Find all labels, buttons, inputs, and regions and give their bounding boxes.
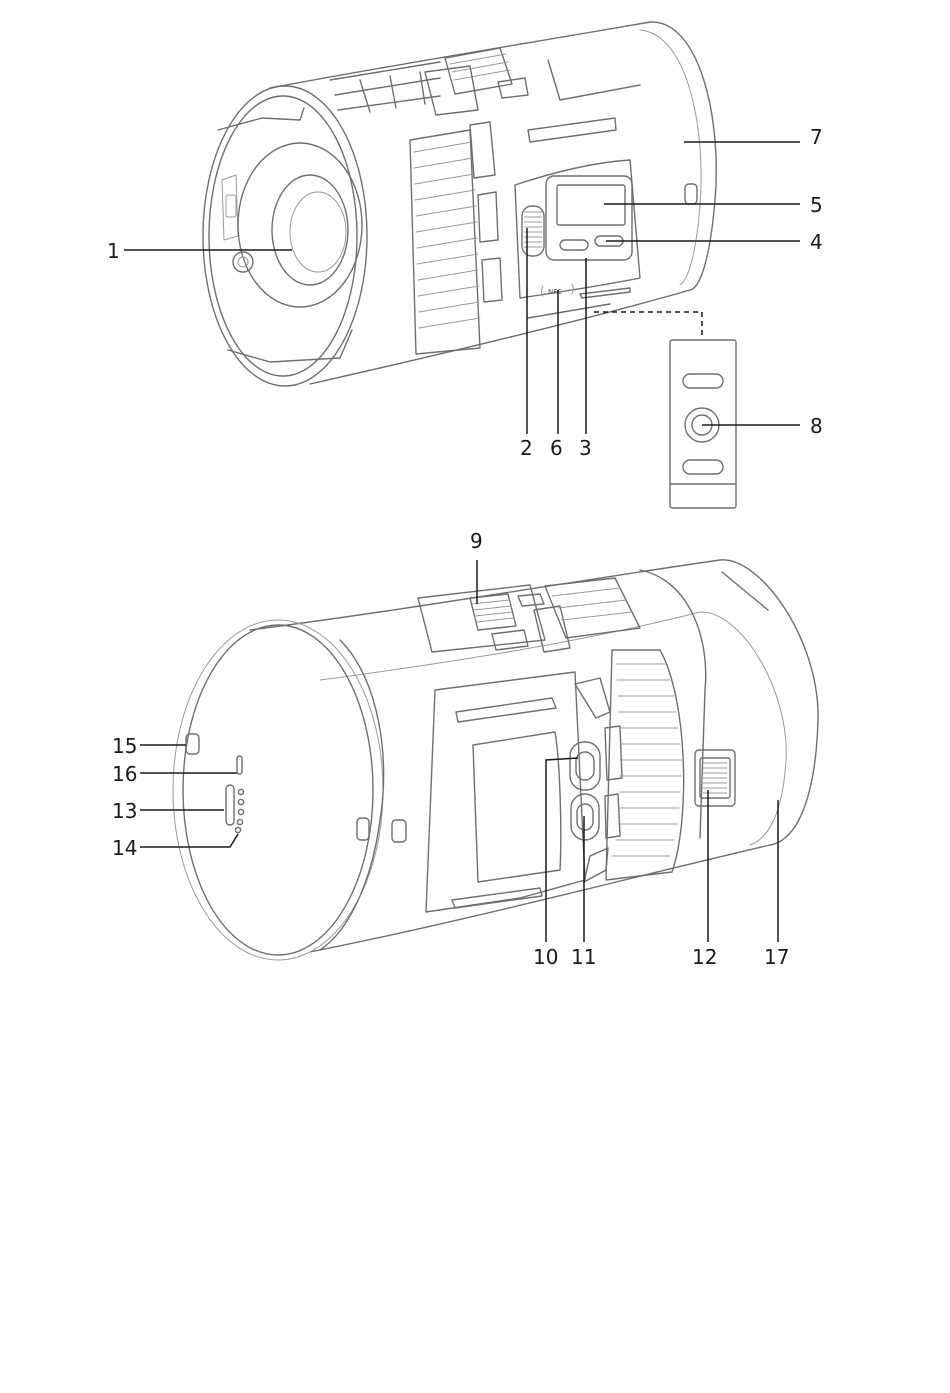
- display-screen: [557, 185, 625, 225]
- callout-5: 5: [810, 193, 823, 217]
- callout-labels: 1 2 3 4 5 6 7 8 9 10 11 12 13 14 15 16 1…: [107, 125, 823, 969]
- callout-7: 7: [810, 125, 823, 149]
- callout-3: 3: [579, 436, 592, 460]
- back-view: [173, 560, 818, 960]
- callout-14: 14: [112, 836, 137, 860]
- front-view: NFC: [203, 22, 736, 508]
- callout-6: 6: [550, 436, 563, 460]
- battery-leds: [235, 827, 240, 832]
- callout-4: 4: [810, 230, 823, 254]
- port-upper: [570, 742, 600, 790]
- callout-9: 9: [470, 529, 483, 553]
- battery-door: [473, 732, 561, 882]
- power-button: [226, 785, 234, 825]
- callout-1: 1: [107, 239, 120, 263]
- callout-10: 10: [533, 945, 558, 969]
- front-fins: [414, 142, 480, 328]
- status-indicator: [237, 756, 242, 774]
- callout-2: 2: [520, 436, 533, 460]
- callout-13: 13: [112, 799, 137, 823]
- port-lower: [571, 794, 599, 840]
- button-left: [560, 240, 588, 250]
- callout-11: 11: [571, 945, 596, 969]
- callout-12: 12: [692, 945, 717, 969]
- callout-17: 17: [764, 945, 789, 969]
- nfc-mark: NFC: [548, 288, 562, 296]
- callout-16: 16: [112, 762, 137, 786]
- remote-module: [670, 340, 736, 508]
- callout-15: 15: [112, 734, 137, 758]
- back-fins: [612, 664, 681, 856]
- control-knob: [522, 206, 544, 256]
- callout-8: 8: [810, 414, 823, 438]
